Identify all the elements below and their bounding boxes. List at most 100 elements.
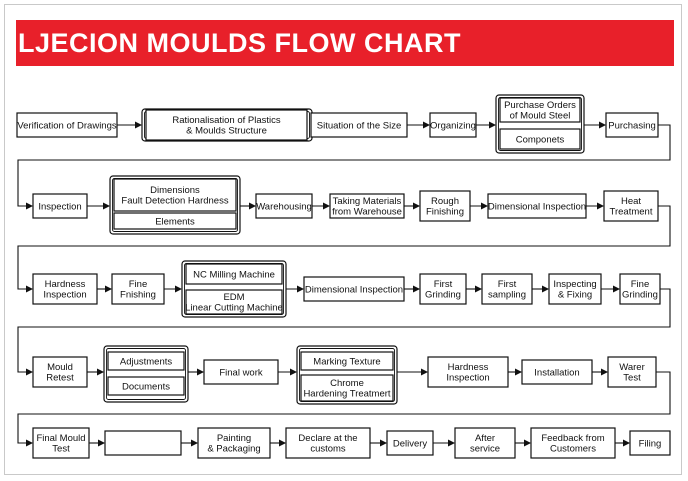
step-label: Componets	[516, 134, 565, 145]
step-box	[607, 356, 657, 388]
step-label: Dimensional Inspection	[488, 201, 586, 212]
step-box	[300, 351, 394, 371]
row-return-connector	[17, 205, 671, 293]
step-box	[32, 273, 98, 305]
step-dimensional-inspection-2: Dimensional Inspection	[303, 276, 405, 302]
step-adjustments: Adjustments	[107, 351, 185, 371]
step-label: from Warehouse	[332, 207, 402, 218]
step-label: Rationalisation of Plastics	[172, 115, 280, 126]
step-label: Inspection	[43, 290, 86, 301]
step-box	[427, 356, 509, 388]
step-label: Adjustments	[120, 356, 173, 367]
step-label: Purchase Orders	[504, 100, 576, 111]
step-dimensional-inspection-1: Dimensional Inspection	[487, 193, 587, 219]
title-banner: LJECION MOULDS FLOW CHART	[16, 20, 674, 66]
step-box	[454, 427, 516, 459]
step-box	[499, 97, 581, 123]
step-label: Organizing	[430, 120, 476, 131]
step-box	[203, 359, 279, 385]
step-delivery: Delivery	[386, 430, 434, 456]
step-label: Warehousing	[256, 201, 312, 212]
step-box	[499, 128, 581, 150]
step-box	[32, 427, 90, 459]
step-box	[310, 112, 408, 138]
step-box	[603, 190, 659, 222]
step-box	[111, 273, 165, 305]
step-label: First	[434, 279, 453, 290]
step-box	[145, 109, 308, 141]
step-painting-packaging: Painting& Packaging	[197, 427, 271, 459]
step-label: Fault Detection Hardness	[121, 196, 228, 207]
step-label: Elements	[155, 216, 195, 227]
step-box	[113, 178, 237, 212]
step-label: Final Mould	[36, 433, 85, 444]
step-label: sampling	[488, 290, 526, 301]
step-label: Finishing	[426, 207, 464, 218]
row-return-connector	[17, 288, 671, 376]
step-label: Inspecting	[553, 279, 596, 290]
step-label: Chrome	[330, 378, 364, 389]
step-label: Final work	[219, 367, 263, 378]
step-label: Feedback from	[541, 433, 604, 444]
step-label: & Packaging	[207, 444, 260, 455]
step-box	[16, 112, 118, 138]
step-label: Marking Texture	[313, 356, 380, 367]
step-final-work: Final work	[203, 359, 279, 385]
step-box	[185, 263, 283, 285]
step-box	[185, 289, 283, 315]
step-box	[107, 376, 185, 396]
step-box	[530, 427, 616, 459]
step-blank	[104, 430, 182, 456]
step-box	[32, 193, 88, 219]
step-label: Dimensional Inspection	[305, 284, 403, 295]
step-label: Situation of the Size	[317, 120, 402, 131]
step-label: of Mould Steel	[510, 111, 571, 122]
step-label: First	[498, 279, 517, 290]
step-warehousing: Warehousing	[255, 193, 313, 219]
step-nc-milling: NC Milling Machine	[185, 263, 283, 285]
group-inner-border	[106, 348, 186, 400]
step-box	[429, 112, 477, 138]
step-box	[329, 193, 405, 219]
step-label: Retest	[46, 373, 74, 384]
step-label: & Moulds Structure	[186, 126, 267, 137]
step-label: Heat	[621, 196, 641, 207]
step-componets: Componets	[499, 128, 581, 150]
step-organizing: Organizing	[429, 112, 477, 138]
step-label: Inspection	[38, 201, 81, 212]
step-box	[619, 273, 661, 305]
step-label: Delivery	[393, 438, 428, 449]
page-title: LJECION MOULDS FLOW CHART	[18, 28, 461, 58]
step-label: & Fixing	[558, 290, 592, 301]
step-box	[285, 427, 371, 459]
step-box	[303, 276, 405, 302]
step-purchasing: Purchasing	[605, 112, 659, 138]
step-box	[386, 430, 434, 456]
step-box	[107, 351, 185, 371]
step-label: Inspection	[446, 373, 489, 384]
step-label: Hardness	[45, 279, 86, 290]
step-label: Documents	[122, 381, 170, 392]
row-return-connector	[17, 371, 671, 447]
step-label: Rough	[431, 196, 459, 207]
step-verification-of-drawings: Verification of Drawings	[16, 112, 118, 138]
step-label: Painting	[217, 433, 251, 444]
step-label: EDM	[223, 292, 244, 303]
step-box	[481, 273, 533, 305]
step-box	[300, 374, 394, 402]
step-label: Taking Materials	[333, 196, 402, 207]
step-label: Test	[52, 444, 70, 455]
step-box	[419, 273, 467, 305]
step-label: Grinding	[622, 290, 658, 301]
